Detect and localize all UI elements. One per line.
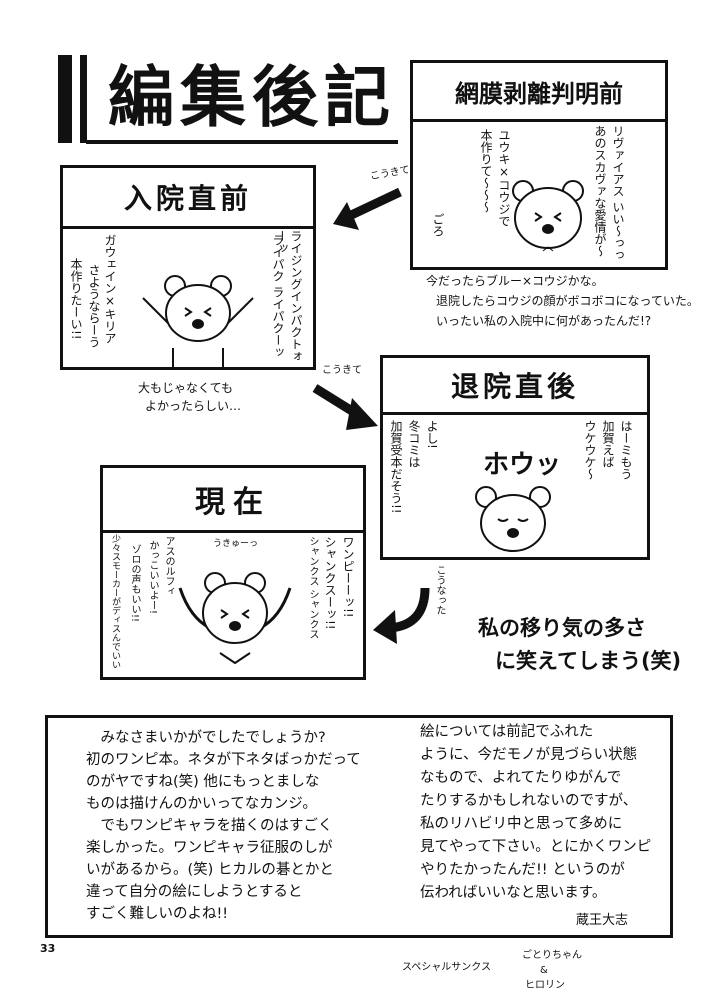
speech: アスのルフィ: [163, 536, 174, 596]
afterword-line: なもので、よれてたりゆがんで: [420, 770, 622, 786]
afterword-line: みなさまいかがでしたでしょうか?: [86, 730, 326, 746]
speech: 加賀えば: [601, 420, 615, 468]
panel-before-diagnosis: 網膜剥離判明前 リヴァイアス いい〜っっ あのスカヴァな愛情が〜 ユウキ×コウジ…: [410, 60, 668, 270]
side-comment: 私の移り気の多さ: [478, 616, 646, 640]
speech: 本作りて〜〜〜: [479, 129, 493, 213]
bear-illustration: [178, 572, 292, 665]
panel-after-discharge: 退院直後 はーミもう 加賀えば ウケウケ〜 よし! 冬コミは 加賀受本だそう!!…: [380, 355, 650, 560]
speech: ライジングインパクトォーッ: [275, 230, 303, 362]
speech: さようならーう: [87, 264, 101, 348]
panel-header: 入院直前: [63, 168, 313, 229]
page-number: 33: [40, 942, 56, 955]
speech: 冬コミは: [407, 420, 421, 468]
caption: よかったらしい…: [145, 399, 242, 413]
speech: ごろ: [431, 213, 445, 237]
afterword-line: ように、今だモノが見づらい状態: [420, 747, 638, 763]
speech: リヴァイアス いい〜っっ: [611, 125, 625, 261]
arrow-label: こうなった: [434, 565, 445, 615]
afterword-line: のがヤですね(笑) 他にもっとましな: [86, 774, 320, 790]
shout-text: ホウッ: [483, 450, 562, 480]
special-thanks-and: &: [540, 965, 548, 976]
afterword-line: たりするかもしれないのですが、: [420, 793, 638, 809]
speech: 加賀受本だそう!!: [389, 420, 403, 514]
arrow-down-left-icon: [373, 587, 430, 644]
afterword-line: 楽しかった。ワンピキャラ征服のしが: [86, 840, 333, 856]
arrow-label: こうきて: [322, 365, 362, 376]
panel-now: 現在 ワンピーーッ!! シャンクスーッ!! シャンクス シャンクス アスのルフィ…: [100, 465, 366, 680]
caption: いったい私の入院中に何があったんだ!?: [436, 314, 652, 328]
bear-illustration: [475, 486, 551, 552]
title-underline: [86, 140, 398, 144]
panel-header: 現在: [103, 468, 363, 533]
speech: シャンクス シャンクス: [307, 536, 318, 640]
afterword-line: 絵については前記でふれた: [420, 724, 594, 740]
speech: かっこいいよー!: [147, 540, 158, 615]
bear-illustration: [512, 180, 584, 252]
caption: 退院したらコウジの顔がボコボコになっていた。: [436, 294, 699, 308]
speech: ウケウケ〜: [583, 420, 597, 480]
afterword-line: やりたかったんだ!! というのが: [420, 862, 625, 878]
caption: 今だったらブルー×コウジかな。: [426, 274, 604, 288]
arrow-left-icon: [333, 187, 402, 230]
special-thanks-name: ヒロリン: [525, 980, 565, 991]
speech: ライパク ライパクーッ: [271, 234, 285, 358]
title-bar-thick: [58, 55, 72, 143]
bear-illustration: [142, 275, 254, 368]
panel-header: 網膜剥離判明前: [413, 63, 665, 122]
special-thanks-label: スペシャルサンクス: [402, 962, 491, 973]
caption: 大もじゃなくても: [138, 381, 234, 395]
afterword-line: ものは描けんのかいってなカンジ。: [86, 796, 317, 812]
title-bar-thin: [80, 55, 87, 143]
speech: シャンクスーッ!!: [323, 536, 337, 630]
panel-before-hospital: 入院直前 ライジングインパクトォーッ ライパク ライパクーッ ガウェイン×キリア…: [60, 165, 316, 370]
panel-header: 退院直後: [383, 358, 647, 415]
afterword-line: すごく難しいのよね!!: [86, 906, 229, 922]
afterword-line: 違って自分の絵にしようとすると: [86, 884, 303, 900]
afterword-line: いがあるから。(笑) ヒカルの碁とかと: [86, 862, 334, 878]
speech: はーミもう: [619, 420, 633, 480]
sfx-text: うきゅーっ: [213, 539, 259, 549]
speech: ユウキ×コウジで: [497, 129, 511, 227]
afterword-line: 私のリハビリ中と思って多めに: [420, 816, 623, 832]
afterword-line: 見てやって下さい。とにかくワンピ: [420, 839, 652, 855]
speech: ガウェイン×キリア: [103, 234, 117, 344]
signature: 蔵王大志: [576, 913, 629, 928]
speech: あのスカヴァな愛情が〜: [593, 125, 607, 257]
special-thanks-name: ごとりちゃん: [522, 950, 582, 961]
speech: 本作りたーい!!: [69, 258, 83, 340]
page-title: 編集後記: [108, 59, 396, 136]
afterword-line: でもワンピキャラを描くのはすごく: [86, 818, 333, 834]
side-comment: に笑えてしまう(笑): [495, 649, 682, 673]
speech: 少々スモーカーがディスんでいい: [110, 534, 120, 669]
speech: ワンピーーッ!!: [341, 536, 355, 618]
afterword-line: 伝わればいいなと思います。: [420, 885, 607, 901]
afterword-line: 初のワンピ本。ネタが下ネタばっかだって: [86, 752, 361, 768]
arrow-right-icon: [312, 384, 378, 430]
speech: ゾロの声もいい!!: [129, 544, 140, 623]
speech: よし!: [425, 420, 439, 449]
afterword-box: みなさまいかがでしたでしょうか? 初のワンピ本。ネタが下ネタばっかだって のがヤ…: [45, 715, 673, 938]
